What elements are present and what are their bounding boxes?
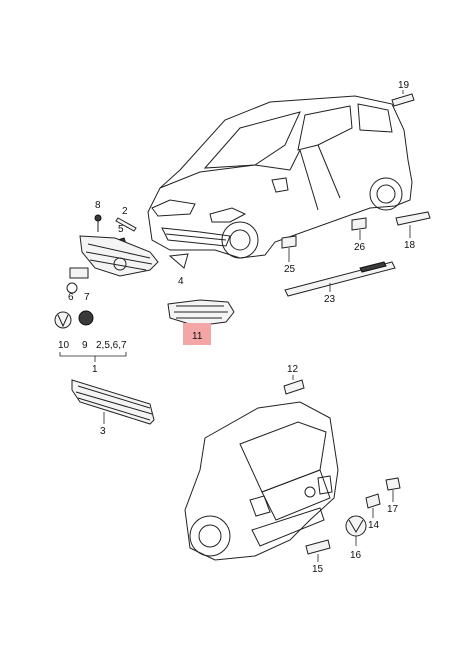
part-16-emblem[interactable] — [345, 515, 367, 546]
callout-18: 18 — [404, 240, 416, 251]
part-9-emblem-base[interactable] — [78, 310, 94, 326]
part-17-badge[interactable] — [385, 477, 401, 502]
part-10-emblem[interactable] — [54, 311, 72, 329]
callout-9: 9 — [82, 340, 88, 351]
callout-3: 3 — [100, 426, 106, 437]
callout-labels: 19 18 26 25 23 8 2 5 4 6 7 10 9 2,5,6,7 … — [58, 80, 416, 575]
callout-19: 19 — [398, 80, 410, 91]
part-4-bracket[interactable] — [168, 253, 189, 269]
callout-1: 1 — [92, 364, 98, 375]
part-6-emblem[interactable] — [66, 282, 78, 294]
part-7-emblem-carrier[interactable] — [69, 267, 89, 279]
part-25-badge[interactable] — [281, 235, 297, 262]
callout-17: 17 — [387, 504, 399, 515]
part-12-badge[interactable] — [283, 375, 305, 395]
callout-6: 6 — [68, 292, 74, 303]
part-14-badge[interactable] — [365, 493, 381, 518]
part-1-grille-assembly[interactable] — [79, 235, 159, 277]
callout-12: 12 — [287, 364, 299, 375]
part-2-trim-strip[interactable] — [115, 217, 137, 232]
callout-26: 26 — [354, 242, 366, 253]
callout-15: 15 — [312, 564, 324, 575]
callout-group-2567: 2,5,6,7 — [96, 340, 127, 351]
callout-8: 8 — [95, 200, 101, 211]
part-11-highlight — [183, 323, 211, 345]
callout-10: 10 — [58, 340, 70, 351]
callout-2: 2 — [122, 206, 128, 217]
part-23-side-molding[interactable] — [284, 261, 396, 297]
callout-7: 7 — [84, 292, 90, 303]
part-15-badge[interactable] — [305, 539, 331, 562]
part-3-lower-grille[interactable] — [71, 379, 155, 425]
callout-25: 25 — [284, 264, 296, 275]
group-bracket — [59, 352, 127, 362]
callout-4: 4 — [178, 276, 184, 287]
part-18-trim-strip[interactable] — [395, 211, 431, 238]
callout-5: 5 — [118, 224, 124, 235]
callout-16: 16 — [350, 550, 362, 561]
rear-car-illustration — [184, 401, 339, 561]
part-8-screw[interactable] — [94, 214, 102, 232]
part-26-badge[interactable] — [351, 217, 367, 240]
part-19-trim-badge[interactable] — [391, 90, 415, 107]
front-car-illustration — [147, 95, 413, 259]
callout-23: 23 — [324, 294, 336, 305]
callout-11: 11 — [192, 331, 203, 342]
callout-14: 14 — [368, 520, 380, 531]
